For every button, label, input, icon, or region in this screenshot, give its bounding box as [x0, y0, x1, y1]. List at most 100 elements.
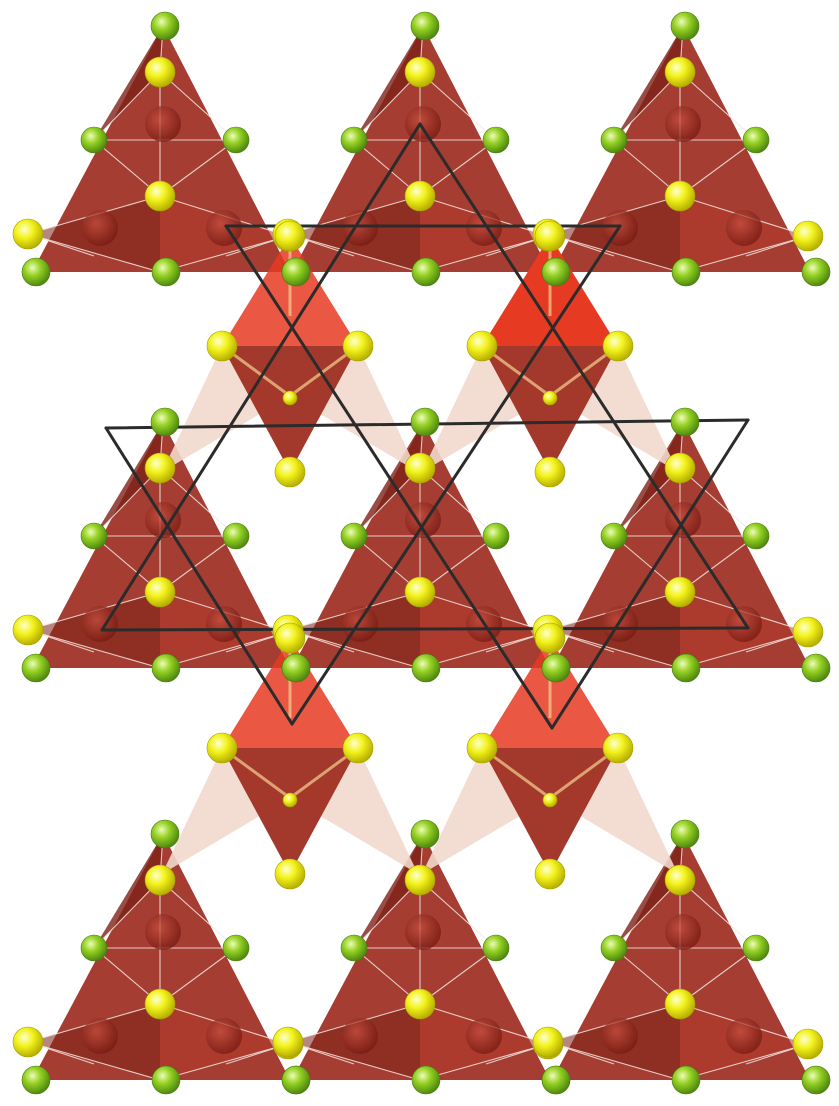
- anion-atom-green: [151, 653, 181, 683]
- tetrahedron-edge: [159, 631, 289, 669]
- anion-atom-green: [80, 934, 108, 962]
- anion-atom-green: [411, 653, 441, 683]
- anion-atom-green: [801, 653, 831, 683]
- tetrahedron-edge: [159, 71, 237, 141]
- anion-atom-green: [801, 257, 831, 287]
- anion-atom-green: [600, 522, 628, 550]
- hexagram-outline-edge: [224, 224, 554, 730]
- atom-layer: [12, 11, 831, 1095]
- tetrahedron-edge: [613, 879, 681, 949]
- anion-atom-green: [541, 653, 571, 683]
- tetrahedron-edge: [679, 71, 757, 141]
- anion-atom-yellow: [404, 864, 436, 896]
- anion-atom-yellow: [534, 622, 566, 654]
- tetrahedron-edge: [353, 467, 421, 537]
- anion-atom-yellow: [542, 390, 558, 406]
- anion-atom-yellow: [404, 56, 436, 88]
- anion-atom-green: [742, 934, 770, 962]
- tetrahedron-edge: [93, 879, 161, 949]
- anion-atom-green: [80, 522, 108, 550]
- anion-atom-yellow: [342, 732, 374, 764]
- central-metal-atom: [342, 1018, 378, 1054]
- anion-atom-yellow: [274, 456, 306, 488]
- tetrahedron-edge: [547, 629, 681, 669]
- tetrahedron-edge: [547, 233, 681, 273]
- hexagram-outline-edge: [100, 122, 422, 632]
- anion-atom-green: [671, 653, 701, 683]
- anion-atom-yellow: [466, 330, 498, 362]
- tetrahedron-edge: [287, 629, 421, 669]
- central-metal-atom: [342, 606, 378, 642]
- central-metal-atom: [665, 106, 701, 142]
- anion-atom-green: [410, 11, 440, 41]
- anion-atom-green: [482, 126, 510, 154]
- hexagram-outline-edge: [100, 626, 750, 632]
- anion-atom-yellow: [342, 330, 374, 362]
- anion-atom-green: [742, 522, 770, 550]
- anion-atom-green: [600, 934, 628, 962]
- anion-atom-green: [222, 934, 250, 962]
- anion-atom-yellow: [282, 792, 298, 808]
- tetrahedron-edge: [287, 233, 421, 273]
- anion-atom-yellow: [534, 456, 566, 488]
- tetrahedron-edge: [679, 139, 757, 197]
- central-metal-atom: [726, 1018, 762, 1054]
- tetrahedron-edge: [159, 235, 289, 273]
- anion-atom-green: [340, 126, 368, 154]
- hexagram-outline-edge: [550, 418, 750, 730]
- anion-atom-yellow: [534, 220, 566, 252]
- anion-atom-green: [482, 934, 510, 962]
- tetrahedron-edge: [27, 629, 161, 669]
- anion-atom-green: [411, 257, 441, 287]
- tetrahedron-edge: [419, 235, 549, 273]
- anion-atom-yellow: [144, 56, 176, 88]
- anion-atom-green: [340, 522, 368, 550]
- anion-atom-yellow: [206, 330, 238, 362]
- anion-atom-green: [541, 257, 571, 287]
- tetrahedron-inverted-m10: [222, 748, 358, 874]
- anion-atom-yellow: [404, 988, 436, 1020]
- central-metal-atom: [665, 914, 701, 950]
- tetrahedron-edge: [679, 1043, 809, 1081]
- anion-atom-green: [21, 653, 51, 683]
- anion-atom-yellow: [602, 732, 634, 764]
- central-metal-atom: [602, 606, 638, 642]
- hexagram-outline-edge: [290, 224, 622, 726]
- tetrahedron-edge: [547, 1041, 681, 1081]
- anion-atom-yellow: [282, 390, 298, 406]
- tetrahedron-inverted-m11: [482, 748, 618, 874]
- anion-atom-yellow: [664, 452, 696, 484]
- tetrahedron-edge: [419, 631, 549, 669]
- anion-atom-green: [80, 126, 108, 154]
- anion-atom-green: [150, 819, 180, 849]
- tetrahedron-edge: [419, 535, 497, 593]
- tetrahedron-facet-r0c2: [614, 26, 683, 140]
- tetrahedron-edge: [159, 535, 237, 593]
- anion-atom-green: [21, 1065, 51, 1095]
- tetrahedron-edge: [419, 139, 497, 197]
- anion-atom-yellow: [664, 864, 696, 896]
- anion-atom-green: [150, 407, 180, 437]
- central-metal-atom: [82, 1018, 118, 1054]
- anion-atom-yellow: [274, 858, 306, 890]
- anion-atom-green: [410, 819, 440, 849]
- anion-atom-green: [670, 819, 700, 849]
- central-metal-atom: [145, 914, 181, 950]
- tetrahedron-edge: [679, 631, 809, 669]
- anion-atom-yellow: [274, 220, 306, 252]
- tetrahedron-edge: [159, 947, 237, 1005]
- anion-atom-yellow: [144, 988, 176, 1020]
- central-metal-atom: [145, 106, 181, 142]
- anion-atom-yellow: [542, 792, 558, 808]
- tetrahedron-edge: [419, 879, 497, 949]
- anion-atom-yellow: [404, 452, 436, 484]
- anion-atom-green: [670, 407, 700, 437]
- central-metal-atom: [82, 606, 118, 642]
- central-metal-atom: [405, 914, 441, 950]
- central-metal-atom: [342, 210, 378, 246]
- anion-atom-green: [670, 11, 700, 41]
- anion-atom-green: [281, 257, 311, 287]
- central-metal-atom: [206, 606, 242, 642]
- anion-atom-green: [150, 11, 180, 41]
- central-metal-atom: [82, 210, 118, 246]
